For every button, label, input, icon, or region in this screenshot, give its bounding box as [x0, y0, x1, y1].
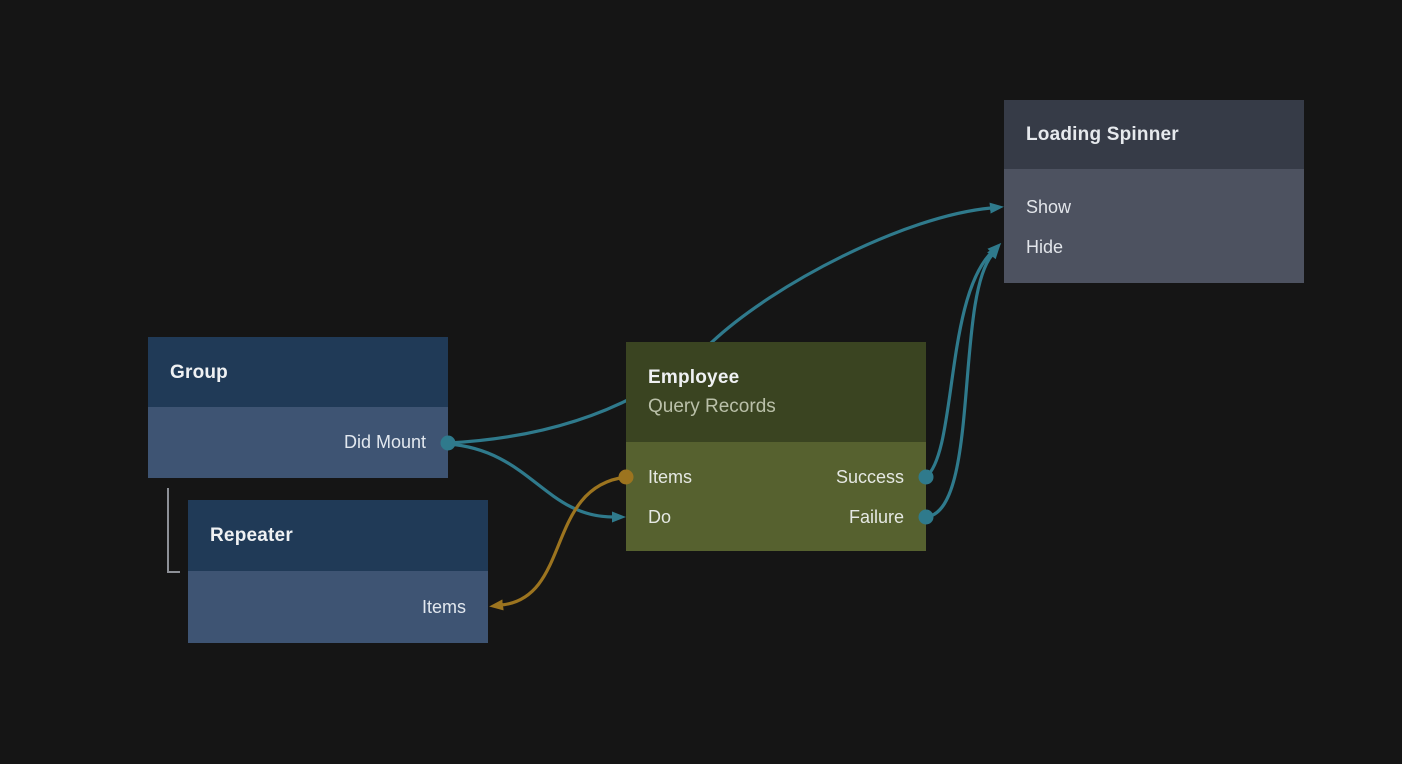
- node-employee-header[interactable]: Employee Query Records: [626, 342, 926, 442]
- port-did-mount-label: Did Mount: [343, 432, 426, 452]
- edge-employeeitems-to-repeateritems[interactable]: [489, 475, 627, 611]
- node-repeater-title: Repeater: [210, 525, 293, 546]
- node-employee[interactable]: Employee Query Records Items Success Do …: [626, 342, 926, 551]
- port-hide-label: Hide: [1026, 236, 1064, 257]
- node-employee-body: Items Success Do Failure: [626, 442, 926, 551]
- port-row-do-failure: Do Failure: [626, 497, 926, 537]
- port-show[interactable]: Show: [1004, 187, 1304, 227]
- node-loading-spinner-header[interactable]: Loading Spinner: [1004, 100, 1304, 169]
- node-group-body: Did Mount: [148, 407, 448, 478]
- port-did-mount[interactable]: Did Mount: [148, 423, 448, 463]
- node-employee-title: Employee: [648, 367, 740, 388]
- node-employee-subtitle: Query Records: [648, 396, 776, 417]
- port-hide[interactable]: Hide: [1004, 227, 1304, 267]
- port-do-label[interactable]: Do: [648, 506, 672, 527]
- edge-success-to-hide[interactable]: [924, 242, 1002, 479]
- node-repeater[interactable]: Repeater Items: [188, 500, 488, 643]
- node-loading-spinner-title: Loading Spinner: [1026, 124, 1179, 145]
- edge-didmount-to-do[interactable]: [447, 442, 626, 523]
- port-success-label[interactable]: Success: [835, 466, 904, 487]
- node-repeater-body: Items: [188, 571, 488, 643]
- node-group-header[interactable]: Group: [148, 337, 448, 407]
- edge-failure-to-hide[interactable]: [925, 244, 1001, 519]
- port-employee-items-label[interactable]: Items: [648, 466, 693, 487]
- node-repeater-header[interactable]: Repeater: [188, 500, 488, 571]
- node-loading-spinner-body: Show Hide: [1004, 169, 1304, 283]
- port-show-label: Show: [1026, 196, 1072, 217]
- node-loading-spinner[interactable]: Loading Spinner Show Hide: [1004, 100, 1304, 283]
- port-failure-label[interactable]: Failure: [848, 506, 904, 527]
- port-row-items-success: Items Success: [626, 457, 926, 497]
- node-group[interactable]: Group Did Mount: [148, 337, 448, 478]
- port-repeater-items-label: Items: [421, 596, 466, 617]
- node-group-title: Group: [170, 361, 228, 383]
- port-repeater-items[interactable]: Items: [188, 587, 488, 627]
- hierarchy-connector-group-repeater: [167, 488, 180, 573]
